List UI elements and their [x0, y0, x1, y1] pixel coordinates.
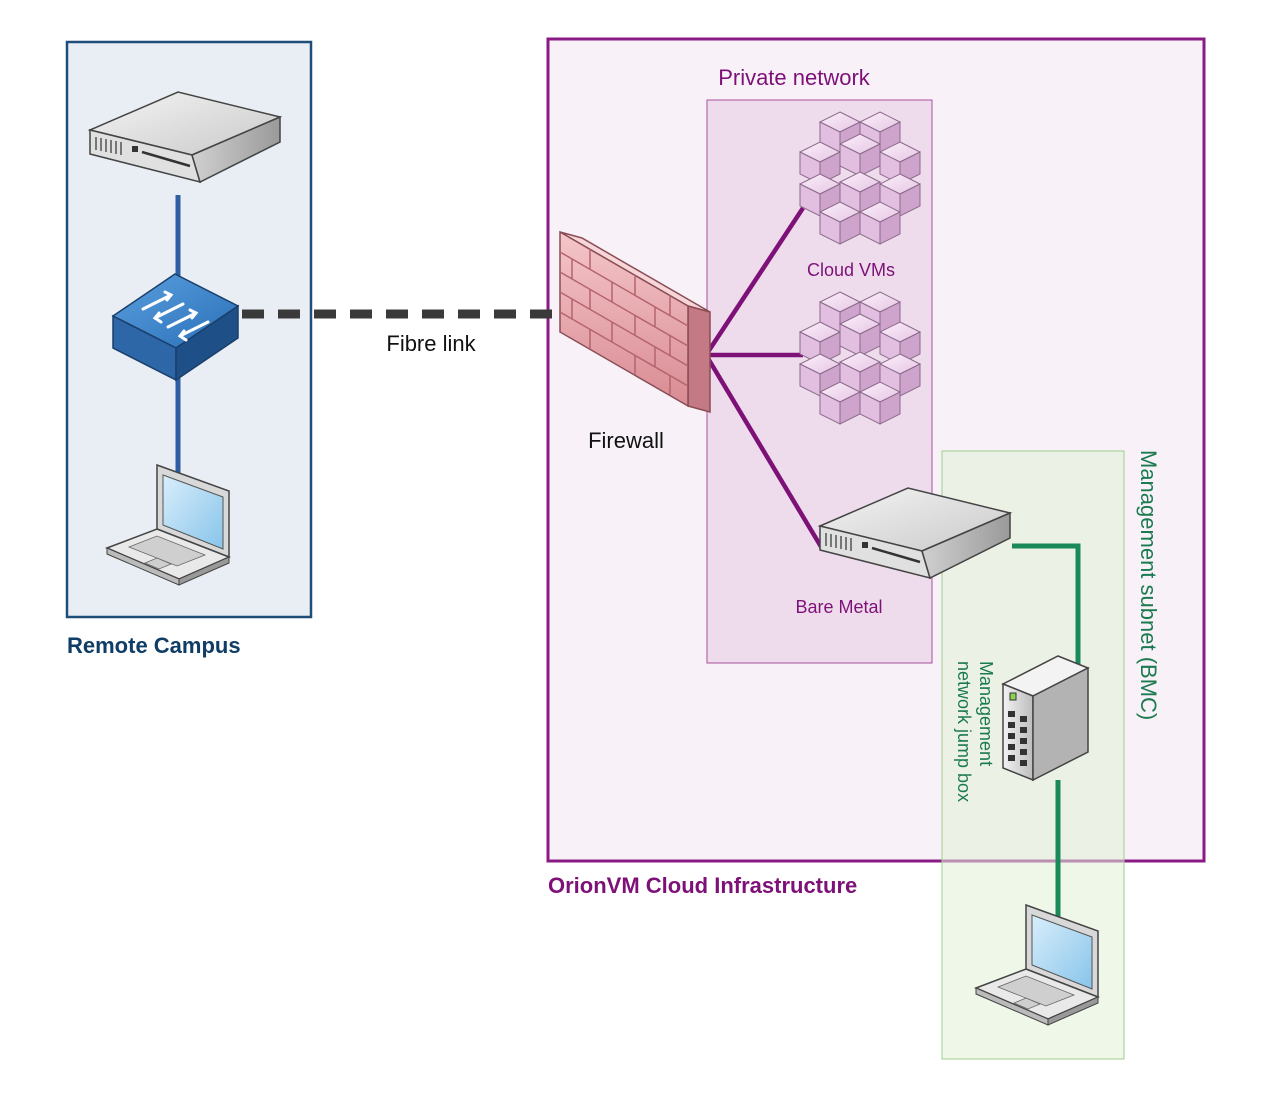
jump-box-label-line2: network jump box	[954, 661, 974, 802]
remote-campus-label: Remote Campus	[67, 633, 241, 658]
private-network-links	[704, 206, 825, 552]
network-switch-icon	[111, 273, 240, 382]
firewall-icon	[559, 230, 711, 413]
orionvm-label: OrionVM Cloud Infrastructure	[548, 873, 857, 898]
jump-box-label-line1: Management	[976, 661, 996, 766]
private-network-label: Private network	[718, 65, 871, 90]
fibre-link-label: Fibre link	[386, 331, 476, 356]
tower-server-icon	[1001, 655, 1090, 782]
management-subnet-label: Management subnet (BMC)	[1136, 450, 1161, 720]
firewall-label: Firewall	[588, 428, 664, 453]
cloud-vms-label: Cloud VMs	[807, 260, 895, 280]
management-links	[1012, 543, 1081, 922]
bare-metal-label: Bare Metal	[795, 597, 882, 617]
